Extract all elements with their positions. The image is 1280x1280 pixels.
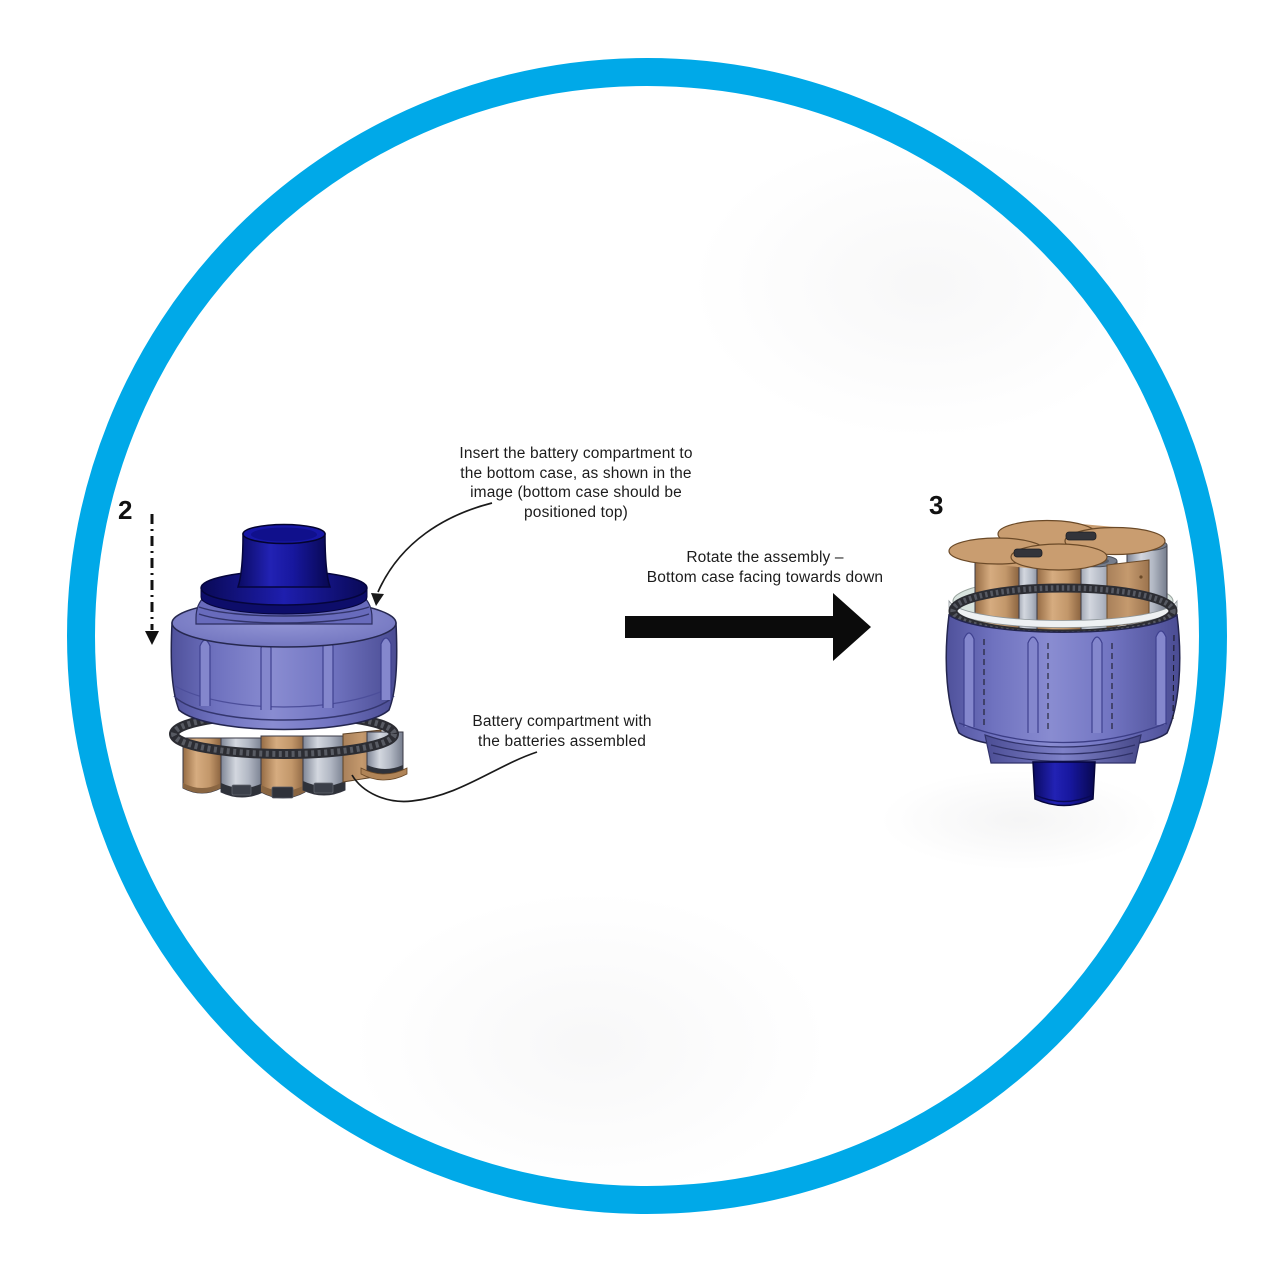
step-2-label: 2 [118,495,133,525]
annotation-battery-note: Battery compartment with the batteries a… [472,713,652,750]
battery-cap [948,537,1108,571]
threaded-collar [984,734,1142,764]
down-arrow-dashed-icon [145,514,159,645]
step-3-label: 3 [929,490,944,520]
assembly-illustration-step-3 [945,519,1181,807]
leader-line-to-case-top [371,502,493,606]
assembly-illustration-step-2 [169,523,408,799]
transition-label: Rotate the assembly – Bottom case facing… [646,549,884,586]
top-pipe [200,523,368,615]
leader-line-to-battery-pack [351,751,538,803]
bottom-case [945,613,1181,751]
right-arrow-icon [625,593,871,661]
circular-border [67,58,1227,1214]
bottom-pipe [1032,761,1096,807]
annotation-insert-note: Insert the battery compartment to the bo… [459,445,693,521]
battery-pack [182,729,408,799]
